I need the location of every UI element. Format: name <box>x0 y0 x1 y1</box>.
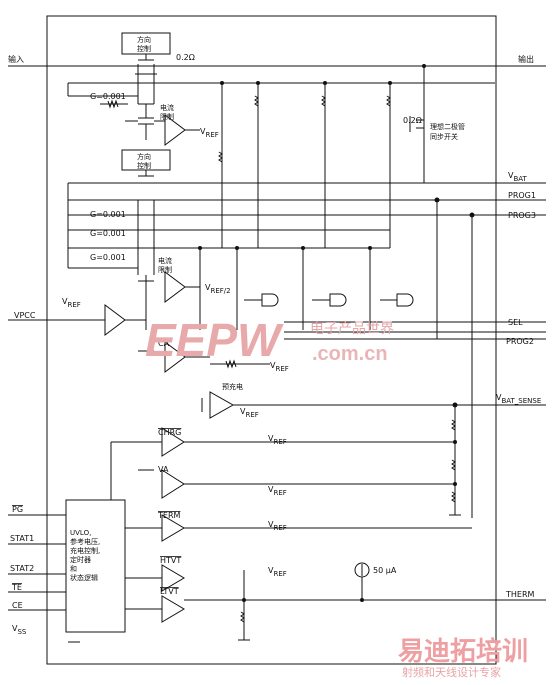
vref-term: VREF <box>268 520 287 532</box>
label-precharge: 预充电 <box>222 382 243 391</box>
current-limit-1-line2: 限制 <box>160 112 174 121</box>
watermark-eepw: EEPW <box>145 314 284 366</box>
vref-htvt: VREF <box>268 566 287 578</box>
label-input: 输入 <box>8 54 24 64</box>
label-vss: VSS <box>12 624 27 636</box>
vref-precharge: VREF <box>240 407 259 419</box>
label-ca: CA <box>158 339 170 348</box>
dir-ctrl-2-line2: 控制 <box>137 161 151 170</box>
chip-boundary <box>46 15 497 665</box>
vref-va: VREF <box>268 485 287 497</box>
va-amp <box>161 469 185 499</box>
and-gate-2 <box>329 293 347 307</box>
vpcc-amp <box>104 304 126 336</box>
logic-block <box>65 499 126 633</box>
ltvt-amp <box>161 595 185 623</box>
label-therm: THERM <box>505 590 535 599</box>
dir-ctrl-1-line2: 控制 <box>137 44 151 53</box>
label-output: 输出 <box>518 54 534 64</box>
watermark-eepw-com: .com.cn <box>312 343 388 365</box>
label-prog2: PROG2 <box>506 337 534 346</box>
vref-vpcc: VREF <box>62 297 81 309</box>
precharge-amp <box>209 391 235 419</box>
watermark-ydt-sub: 射频和天线设计专家 <box>402 665 501 679</box>
vref-1: VREF <box>200 127 219 139</box>
watermark-eepw-cn: 电子产品世界 <box>310 321 394 337</box>
ideal-diode-line2: 同步开关 <box>430 132 458 141</box>
vref-chrg: VREF <box>268 434 287 446</box>
r-sense-top: 0.2Ω <box>176 53 195 62</box>
label-ce: CE <box>12 601 23 610</box>
label-pg: PG <box>12 505 23 514</box>
label-chrg: CHRG <box>158 428 181 437</box>
label-sel: SEL <box>508 318 523 327</box>
logic-line4: 定时器 <box>70 555 91 564</box>
label-current-source: 50 μA <box>373 566 397 575</box>
label-stat2: STAT2 <box>10 564 34 573</box>
ca-amp <box>164 341 186 373</box>
current-limit-amp-1 <box>164 114 186 146</box>
r-sense-diode: 0.2Ω <box>403 116 422 125</box>
logic-line2: 参考电压, <box>70 537 100 546</box>
label-vbat-sense: VBAT_SENSE <box>496 393 541 405</box>
label-vpcc: VPCC <box>14 311 36 320</box>
logic-line1: UVLO, <box>70 529 91 537</box>
logic-line3: 充电控制, <box>70 546 100 555</box>
label-prog3: PROG3 <box>508 211 536 220</box>
ideal-diode-line1: 理想二极管 <box>430 122 465 131</box>
gain-label-2: G=0.001 <box>90 210 126 219</box>
label-htvt: HTVT <box>160 556 181 565</box>
current-limit-2-line2: 限制 <box>158 265 172 274</box>
dir-ctrl-1-line1: 方向 <box>137 35 151 44</box>
current-limit-2-line1: 电流 <box>158 256 172 265</box>
dir-ctrl-2-line1: 方向 <box>137 152 151 161</box>
current-limit-amp-2 <box>164 271 186 303</box>
label-va: VA <box>158 465 169 474</box>
label-prog1: PROG1 <box>508 191 536 200</box>
gain-label-1: G=0.001 <box>90 92 126 101</box>
vref-ca: VREF <box>270 361 289 373</box>
and-gate-3 <box>396 293 414 307</box>
label-te: TE <box>11 583 22 592</box>
label-vbat: VBAT <box>508 171 528 183</box>
gain-label-3: G=0.001 <box>90 229 126 238</box>
label-ltvt: LTVT <box>160 587 179 596</box>
logic-line5: 和 <box>70 564 77 573</box>
vref-half: VREF/2 <box>205 283 231 295</box>
logic-line6: 状态逻辑 <box>70 573 98 582</box>
label-stat1: STAT1 <box>10 534 34 543</box>
gain-label-4: G=0.001 <box>90 253 126 262</box>
watermark-ydt: 易迪拓培训 <box>398 637 528 667</box>
and-gate-1 <box>261 293 279 307</box>
label-term: TERM <box>157 511 181 520</box>
current-limit-1-line1: 电流 <box>160 103 174 112</box>
